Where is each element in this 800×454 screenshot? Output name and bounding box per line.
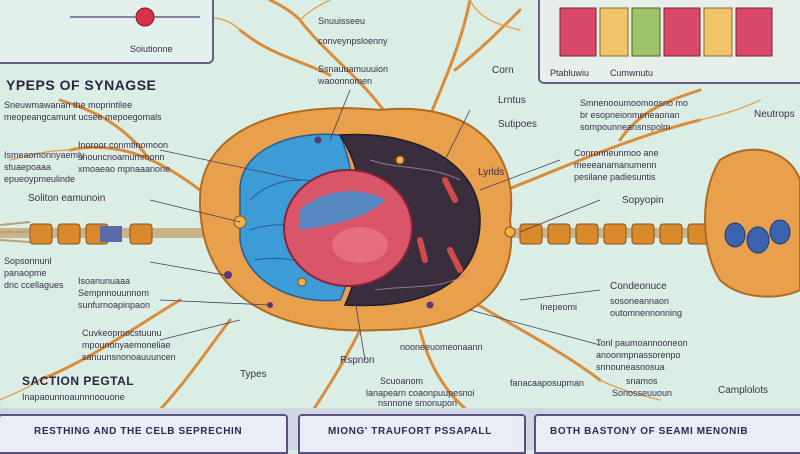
label-left-2b: stuaepoaaa xyxy=(4,162,52,172)
label-top-mid-3: Ssnauuamuuuion xyxy=(318,64,389,74)
bottom-panel-1-title: RESTHING AND THE CELB SEPRECHIN xyxy=(34,426,243,437)
label-right-1: Smnenooumoomoosno mo xyxy=(580,98,689,108)
bottom-panel-3: BOTH BASTONY OF SEAMI MENONIB xyxy=(534,414,800,454)
label-bottom-mid-4: fanacaaposupman xyxy=(510,378,585,388)
label-center-bottom: Rspnon xyxy=(340,355,375,366)
label-left-4c: dnc ccellagues xyxy=(4,280,64,290)
label-right-4d: snamos xyxy=(626,376,658,386)
label-top-mid-4: waoonnomen xyxy=(318,76,373,86)
label-right-1b: br esopneionmeneaonan xyxy=(580,110,680,120)
label-left-5b: Sempnnouunnom xyxy=(78,288,150,298)
label-bottom-mid-3: lanapearn coaonpuupesnoi xyxy=(366,388,475,398)
label-sutiposs: Sutipoes xyxy=(498,119,537,130)
label-top-right-b: Cumwnutu xyxy=(610,68,654,78)
label-top-right-a: Ptabluwiu xyxy=(550,68,590,78)
label-lyrlds: Lyrlds xyxy=(478,167,505,178)
label-right-4c: snnouneasnosua xyxy=(596,362,665,372)
label-right-5: Camplolots xyxy=(718,385,769,396)
label-left-6b: mpounonyaemoneliae xyxy=(82,340,171,350)
bottom-panel-2-title: MIONG' TRAUFORT PSSAPALL xyxy=(328,426,492,437)
label-left-4: Sopsonnunl xyxy=(4,256,52,266)
label-left-3c: xmoaeao mpnaaanone xyxy=(78,164,171,174)
label-lrntus: Lrntus xyxy=(498,95,526,106)
label-right-3c: outomnennonning xyxy=(610,308,683,318)
top-left-caption: Soiutionne xyxy=(130,44,173,54)
label-neurons: Neutrops xyxy=(754,109,795,120)
label-right-4e: Sonosseuuoun xyxy=(612,388,673,398)
label-right-4b: anoonmpnassorenpo xyxy=(596,350,681,360)
label-right-2: Conronneunmoo ane xyxy=(574,148,659,158)
section-pectal-sub: Inapaounnoaunnnoouone xyxy=(22,392,125,402)
label-left-4b: panaopme xyxy=(4,268,47,278)
label-left-6: Cuvkeopmocstuunu xyxy=(82,328,162,338)
label-left-1: Sneuwmawanan the moprintilee xyxy=(4,100,133,110)
label-left-1b: meopeangcamunt ucsee mepoegomals xyxy=(4,112,162,122)
diagram-title: YPEPS OF SYNAGSE xyxy=(6,77,157,93)
section-label: Soliton eamunoin xyxy=(28,193,106,204)
label-right-2c: pesilane padiesuntis xyxy=(574,172,656,182)
label-sopyopin: Sopyopin xyxy=(622,195,664,206)
label-types: Types xyxy=(240,369,267,380)
top-inset-art xyxy=(70,7,773,57)
label-left-5c: sunfurnoapinpaon xyxy=(78,300,151,310)
label-center-bottom-b: nooneeuomeonaann xyxy=(400,342,483,352)
bottom-panel-1: RESTHING AND THE CELB SEPRECHIN xyxy=(0,414,288,454)
label-right-3b: sosoneannaon xyxy=(610,296,670,306)
top-left-inset xyxy=(0,0,214,64)
label-right-2b: meeeanamanumenn xyxy=(574,160,657,170)
label-left-6c: sanuunsnonoauuuncen xyxy=(82,352,176,362)
label-left-2: Ismeaomonnyaemly xyxy=(4,150,85,160)
label-bottom-mid-2: Scuoanom xyxy=(380,376,424,386)
bottom-panel-2: MIONG' TRAUFORT PSSAPALL xyxy=(298,414,526,454)
label-bottom-mid-1: Inepeomi xyxy=(540,302,578,312)
label-left-2c: epueoypmeulinde xyxy=(4,174,76,184)
label-center-bottom-c: nsnnone smonupon xyxy=(378,398,458,408)
label-right-3: Condeonuce xyxy=(610,281,667,292)
label-left-5: Isoanunuaaa xyxy=(78,276,131,286)
label-left-3b: snouncnoamummonn xyxy=(78,152,165,162)
section-pectal: SACTION PEGTAL xyxy=(22,374,135,388)
label-top-mid-1: Snuuisseeu xyxy=(318,16,366,26)
label-right-4: Tonl paumoannooneon xyxy=(596,338,688,348)
label-top-mid-2: conveynpsloenny xyxy=(318,36,388,46)
label-corn: Corn xyxy=(492,65,514,76)
bottom-panel-3-title: BOTH BASTONY OF SEAMI MENONIB xyxy=(550,426,749,437)
label-left-3: Inoroor conmtinomoon xyxy=(78,140,169,150)
label-right-1c: sompounneansnspolm xyxy=(580,122,671,132)
